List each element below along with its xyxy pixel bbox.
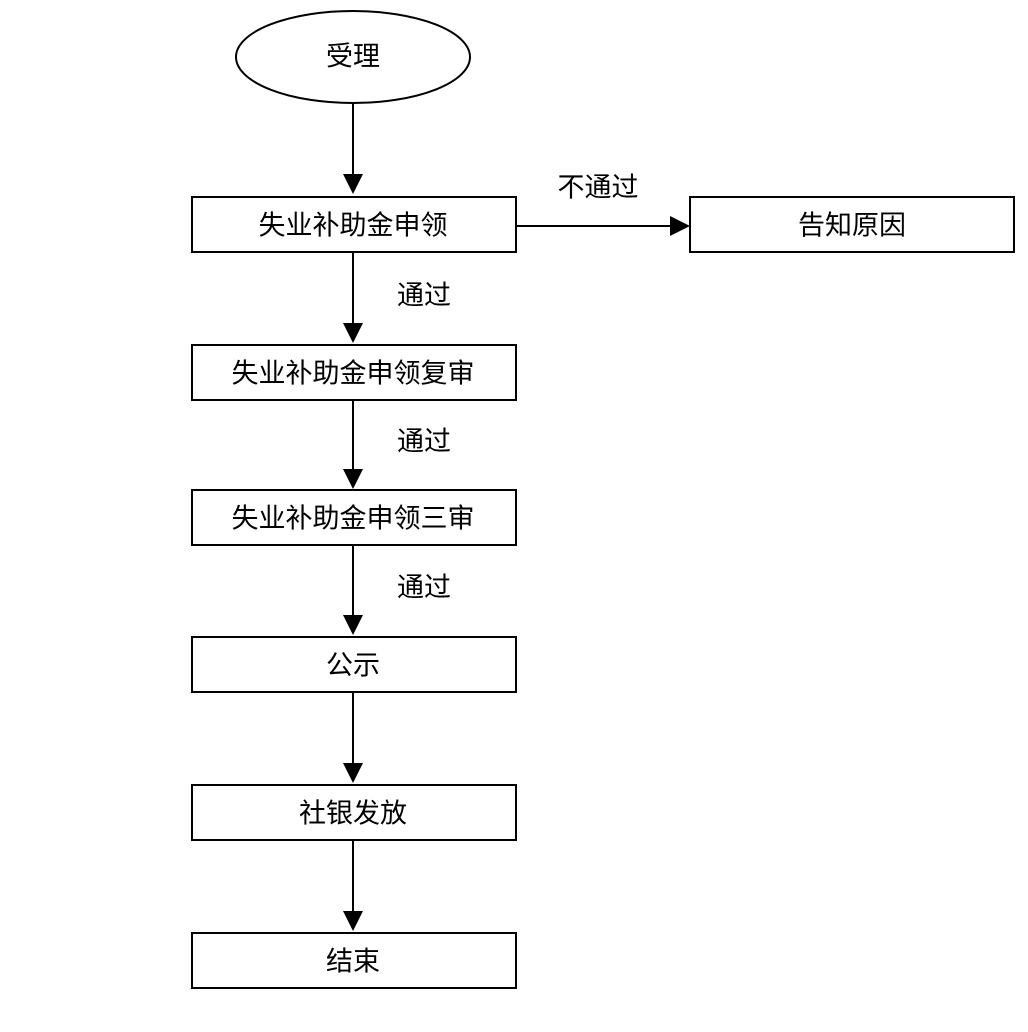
end-box: [191, 932, 517, 989]
node-apply: 失业补助金申领: [191, 196, 517, 253]
review-label: 失业补助金申领复审: [232, 359, 475, 390]
second-review-box: [191, 489, 517, 546]
node-review: 失业补助金申领复审: [191, 344, 517, 401]
payment-label: 社银发放: [299, 799, 407, 830]
node-second-review: 失业补助金申领三审: [191, 489, 517, 546]
end-label: 结束: [326, 947, 380, 978]
review-box: [191, 344, 517, 401]
payment-box: [191, 784, 517, 841]
reason-box: [689, 196, 1015, 253]
start-ellipse: [235, 10, 471, 104]
edge-label-pass-1: 通过: [397, 281, 451, 312]
start-label: 受理: [326, 42, 380, 73]
edge-labels: 不通过 通过 通过 通过: [397, 173, 639, 604]
node-reason: 告知原因: [689, 196, 1015, 253]
node-payment: 社银发放: [191, 784, 517, 841]
node-end: 结束: [191, 932, 517, 989]
publicity-box: [191, 636, 517, 693]
apply-label: 失业补助金申领: [259, 211, 448, 242]
reason-label: 告知原因: [798, 211, 906, 242]
node-publicity: 公示: [191, 636, 517, 693]
edge-label-pass-3: 通过: [397, 573, 451, 604]
edge-label-reject: 不通过: [558, 173, 639, 204]
second-review-label: 失业补助金申领三审: [232, 504, 475, 535]
node-start: 受理: [235, 10, 471, 104]
publicity-label: 公示: [326, 651, 380, 682]
edges: [343, 103, 690, 931]
edge-label-pass-2: 通过: [397, 427, 451, 458]
apply-box: [191, 196, 517, 253]
